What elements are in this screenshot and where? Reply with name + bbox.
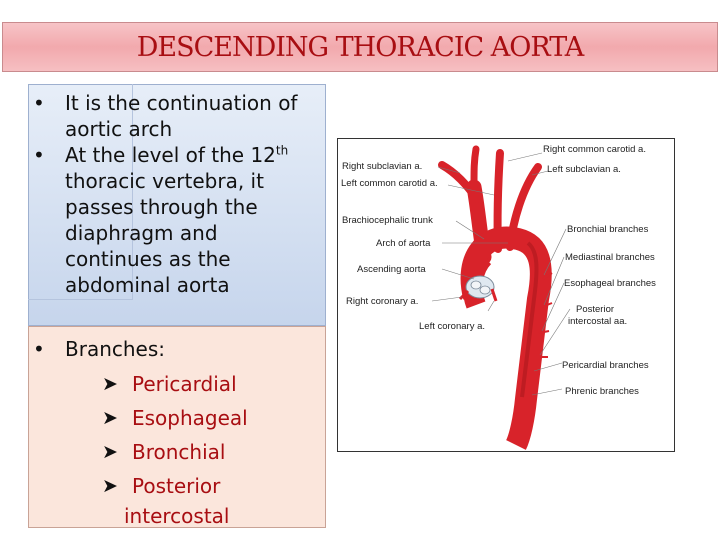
label-right-subclavian: Right subclavian a. bbox=[342, 161, 422, 172]
label-right-coronary: Right coronary a. bbox=[346, 296, 418, 307]
description-list: It is the continuation of aortic arch At… bbox=[29, 90, 319, 298]
right-coronary-vessel bbox=[458, 289, 470, 301]
title-bar: DESCENDING THORACIC AORTA bbox=[2, 22, 718, 72]
branches-list: Branches: bbox=[29, 336, 319, 362]
aortic-highlight bbox=[520, 241, 539, 398]
aortic-valve-cusp bbox=[479, 285, 491, 295]
label-pericardial: Pericardial branches bbox=[562, 360, 649, 371]
small-branch-vessel bbox=[542, 272, 553, 280]
branch-item: ➤ Posterior intercostal bbox=[102, 469, 248, 529]
arrow-icon: ➤ bbox=[102, 373, 118, 395]
label-arch: Arch of aorta bbox=[376, 238, 431, 249]
label-phrenic: Phrenic branches bbox=[565, 386, 639, 397]
aortic-valve-cusp bbox=[470, 280, 482, 290]
bullet-vertebra-level: At the level of the 12th thoracic verteb… bbox=[29, 142, 319, 298]
branches-label: Branches: bbox=[65, 337, 166, 361]
superscript-th: th bbox=[275, 143, 289, 158]
label-bronchial: Bronchial branches bbox=[567, 224, 649, 235]
branch-text: Posterior bbox=[132, 474, 221, 498]
branch-text: Esophageal bbox=[132, 406, 248, 430]
branch-item: ➤ Pericardial bbox=[102, 367, 248, 401]
arrow-icon: ➤ bbox=[102, 407, 118, 429]
slide-title: DESCENDING THORACIC AORTA bbox=[136, 31, 585, 63]
bullet-text: It is the continuation of aortic arch bbox=[65, 91, 298, 141]
branch-item: ➤ Bronchial bbox=[102, 435, 248, 469]
label-esophageal: Esophageal branches bbox=[564, 278, 656, 289]
arrow-icon: ➤ bbox=[102, 475, 118, 497]
branch-text: Bronchial bbox=[132, 440, 226, 464]
description-box: It is the continuation of aortic arch At… bbox=[28, 84, 326, 326]
bullet-branches: Branches: bbox=[29, 336, 319, 362]
label-mediastinal: Mediastinal branches bbox=[565, 252, 655, 263]
bullet-text: At the level of the 12 bbox=[65, 143, 276, 167]
branch-text: Pericardial bbox=[132, 372, 237, 396]
bullet-continuation: It is the continuation of aortic arch bbox=[29, 90, 319, 142]
label-intercostal: intercostal aa. bbox=[568, 316, 627, 327]
left-coronary-vessel bbox=[490, 288, 498, 302]
label-left-common-carotid: Left common carotid a. bbox=[341, 178, 438, 189]
arrow-icon: ➤ bbox=[102, 441, 118, 463]
label-posterior: Posterior bbox=[576, 304, 614, 315]
small-branch-vessel bbox=[538, 330, 550, 334]
branch-items: ➤ Pericardial ➤ Esophageal ➤ Bronchial ➤ Pos… bbox=[102, 367, 248, 529]
label-right-common-carotid: Right common carotid a. bbox=[543, 144, 646, 155]
aorta-diagram: Right common carotid a. Right subclavian… bbox=[337, 138, 675, 452]
label-ascending: Ascending aorta bbox=[357, 264, 426, 275]
leader-lines bbox=[431, 152, 571, 396]
label-left-coronary: Left coronary a. bbox=[419, 321, 485, 332]
label-left-subclavian: Left subclavian a. bbox=[547, 164, 621, 175]
branch-item: ➤ Esophageal bbox=[102, 401, 248, 435]
right-subclavian-vessel bbox=[438, 161, 481, 203]
branch-text-line2: intercostal bbox=[124, 504, 230, 528]
small-branch-vessel bbox=[541, 302, 553, 308]
label-brachiocephalic: Brachiocephalic trunk bbox=[342, 215, 433, 226]
aorta-illustration: Right common carotid a. Right subclavian… bbox=[341, 144, 656, 450]
bullet-text: thoracic vertebra, it passes through the… bbox=[65, 169, 264, 297]
right-common-carotid-vessel bbox=[470, 145, 480, 191]
branches-box: Branches: ➤ Pericardial ➤ Esophageal ➤ Bron… bbox=[28, 326, 326, 528]
